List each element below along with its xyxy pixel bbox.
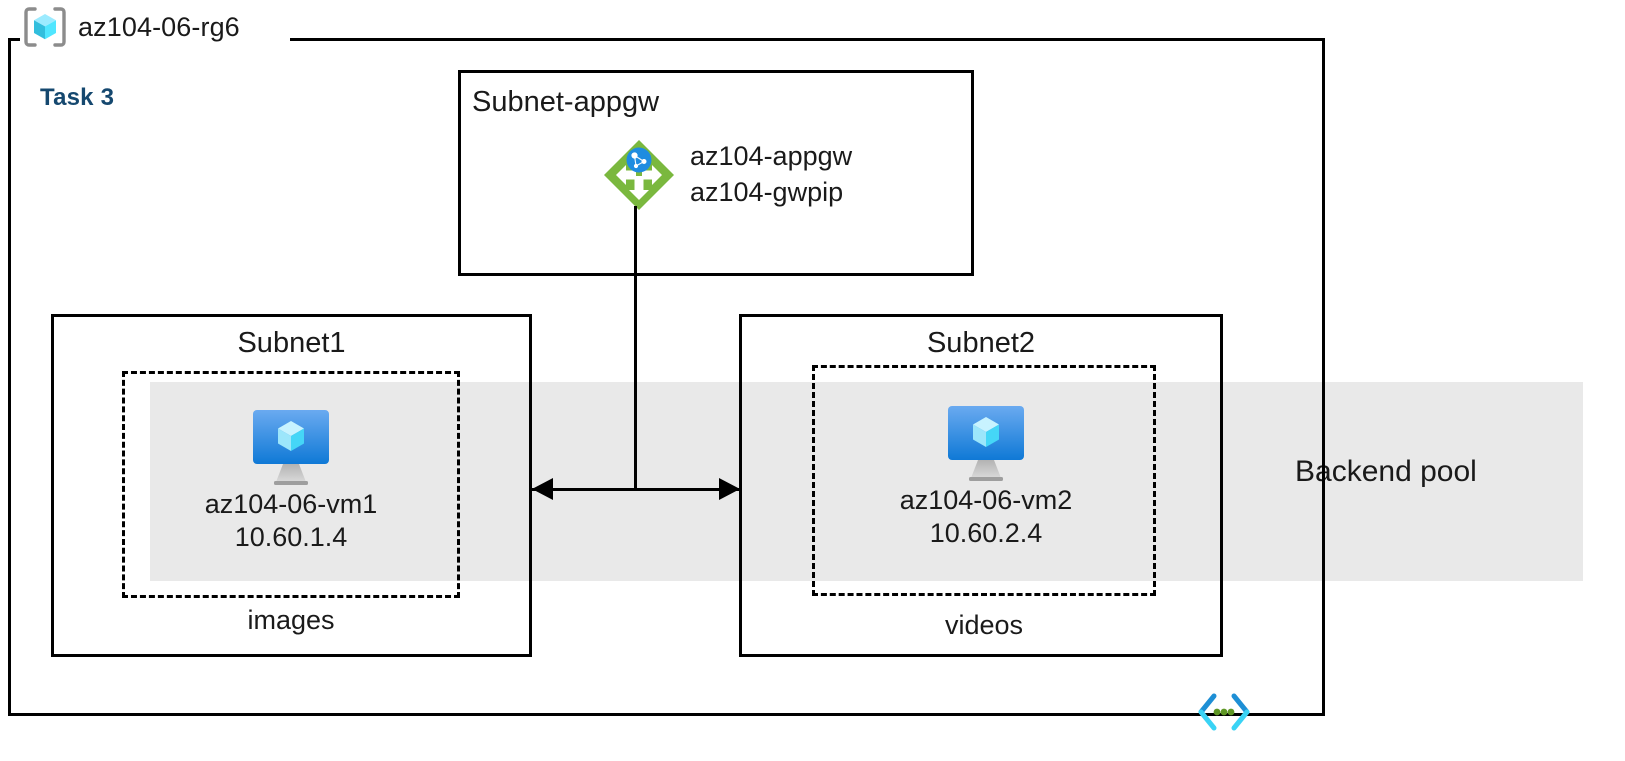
virtual-machine-icon [870, 400, 1102, 484]
application-gateway-icon [600, 136, 678, 214]
resource-group-name: az104-06-rg6 [78, 11, 240, 42]
subnet1-dashed-group [122, 371, 460, 598]
arrow-head-left-icon [532, 478, 553, 500]
appgw-resource-name: az104-appgw [690, 141, 853, 172]
arrow-head-right-icon [719, 478, 740, 500]
resource-group-boundary [8, 38, 1325, 716]
vnet-angle-brackets-icon [1196, 692, 1252, 732]
resource-group-icon [22, 4, 68, 50]
backend-pool-band [150, 382, 1583, 581]
vm2-node: az104-06-vm2 10.60.2.4 [870, 400, 1102, 551]
connector-appgw-vertical [634, 206, 637, 491]
vm1-name: az104-06-vm1 [204, 489, 378, 519]
subnet-appgw-title: Subnet-appgw [472, 86, 660, 118]
task-label: Task 3 [40, 84, 115, 111]
vm1-node: az104-06-vm1 10.60.1.4 [175, 404, 407, 555]
backend-pool-label: Backend pool [1295, 455, 1477, 488]
subnet1-title: Subnet1 [237, 327, 346, 359]
gwpip-resource-name: az104-gwpip [690, 177, 844, 207]
subnet2-caption: videos [944, 610, 1024, 640]
subnet1-box [51, 314, 532, 657]
application-gateway-labels: az104-appgw az104-gwpip [690, 139, 852, 211]
connector-subnet1-subnet2 [532, 488, 740, 491]
resource-group-header: az104-06-rg6 [22, 4, 240, 50]
vm1-ip: 10.60.1.4 [234, 522, 348, 553]
subnet2-dashed-group [812, 365, 1156, 596]
subnet2-box [739, 314, 1223, 657]
subnet2-title: Subnet2 [926, 327, 1036, 359]
application-gateway-node: az104-appgw az104-gwpip [600, 136, 852, 214]
subnet-appgw-box [458, 70, 974, 276]
vm2-name: az104-06-vm2 [899, 485, 1073, 515]
virtual-machine-icon [175, 404, 407, 488]
vm2-ip: 10.60.2.4 [929, 518, 1043, 549]
subnet1-caption: images [247, 605, 335, 635]
